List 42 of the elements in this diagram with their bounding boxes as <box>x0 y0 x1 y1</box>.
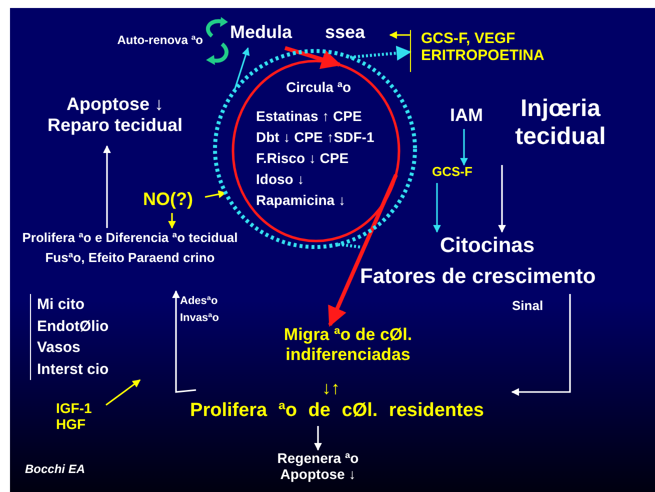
list-item: F.Risco ↓ CPE <box>256 149 349 168</box>
factor-heading: Fatores de crescimento <box>360 264 596 290</box>
outcome-text: Regenera ªo Apoptose ↓ <box>248 450 388 490</box>
factor-label: NO(?) <box>143 189 205 213</box>
list-item: Estatinas ↑ CPE <box>256 107 362 126</box>
author-credit: Bocchi EA <box>25 462 86 476</box>
arrow <box>168 213 176 229</box>
list-item: Idoso ↓ <box>256 170 304 189</box>
factor-label: GCS-F <box>432 165 490 183</box>
arrow <box>204 190 226 198</box>
arrow <box>328 174 398 327</box>
list-item: Vasos <box>37 338 80 358</box>
arrow <box>460 129 468 166</box>
bidirectional-arrows: ↓↑ <box>322 378 340 399</box>
factor-heading: Citocinas <box>440 233 535 259</box>
arrow <box>103 145 111 228</box>
list-item: Interst cio <box>37 360 109 380</box>
list-item: Mi cito <box>37 295 84 315</box>
arrow <box>314 426 322 451</box>
arrow <box>389 31 410 39</box>
trigger-label: IAM <box>450 105 498 129</box>
arrow <box>350 46 412 61</box>
arrow <box>106 379 141 406</box>
arrow <box>233 47 250 92</box>
edge-label: Adesªo Invasªo <box>180 294 220 326</box>
edge-label: Sinal <box>512 297 544 315</box>
process-text: Prolifera ªo e Diferencia ªo tecidual Fusªo, Efeito Paraend crino <box>14 228 246 291</box>
process-text: Migra ªo de cØl. indiferenciadas <box>248 325 448 377</box>
arrow <box>433 183 441 233</box>
list-item: Rapamicina ↓ <box>256 191 346 210</box>
list-item: Dbt ↓ CPE ↑SDF-1 <box>256 128 374 147</box>
factor-list: IGF-1 HGF <box>56 400 106 442</box>
arrow <box>172 290 196 393</box>
outcome-text: Apoptose ↓ Reparo tecidual <box>36 94 194 146</box>
process-label: Auto-renova ªo <box>117 33 203 47</box>
circle-heading: Circula ªo <box>286 78 352 97</box>
factor-list: GCS-F, VEGF ERITROPOETINA <box>410 30 580 72</box>
arrow <box>511 294 571 396</box>
injury-heading: Injœria tecidual <box>498 95 623 165</box>
list-item: EndotØlio <box>37 316 109 336</box>
node-title: Medula ssea <box>230 22 390 48</box>
arrow <box>498 165 506 233</box>
